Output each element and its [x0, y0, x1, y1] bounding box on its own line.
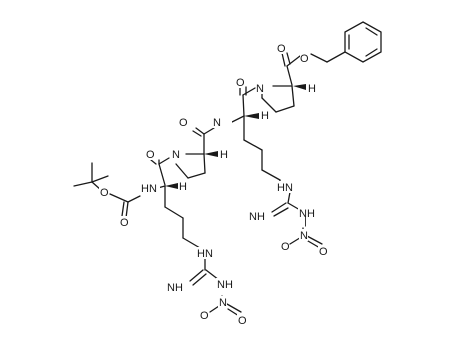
atom-o-ester-carbonyl: O: [277, 43, 286, 55]
stereo-wedge-low-arg: [165, 183, 178, 189]
atom-o-boc-ether: O: [100, 187, 109, 199]
atom-o-low-amide: O: [146, 149, 155, 161]
ester-o-bond: [310, 53, 328, 63]
atom-n-nitro-top: N: [300, 230, 308, 242]
atom-o-nitro-top-b: O: [319, 246, 328, 258]
ester-c-o-bond: [286, 55, 301, 67]
atom-n-pro-top: N: [256, 83, 264, 95]
atom-o-ester: O: [300, 53, 309, 65]
atom-o-mid-amide: O: [179, 117, 188, 129]
atom-nh-top-amide: N: [213, 117, 221, 129]
atom-nh-imine-top: NH: [249, 211, 265, 223]
stereo-h-mid-pro: H: [220, 149, 228, 161]
stereo-h-low-arg: H: [179, 181, 187, 193]
stereo-h-top-pro: H: [308, 83, 316, 95]
benzene-ring: [344, 21, 382, 63]
ester-carbonyl-bond: [281, 52, 286, 67]
stereo-h-top-arg: H: [261, 110, 269, 122]
atom-nh-nitro-top: NH: [299, 208, 315, 220]
atom-nh-nitro-low: NH: [217, 279, 233, 291]
atom-o-nitro-low-b: O: [238, 315, 247, 327]
atom-nh-imine-low: NH: [167, 282, 183, 294]
atom-hn-boc: HN: [141, 183, 157, 195]
stereo-wedge-mid-pro: [204, 151, 218, 157]
atom-o-nitro-top-a: O: [281, 241, 290, 253]
atom-o-boc-carbonyl: O: [120, 217, 129, 229]
atom-o-top-amide: O: [236, 77, 245, 89]
atom-hn-guan-low: HN: [197, 248, 213, 260]
atom-n-pro-mid: N: [172, 149, 180, 161]
atom-n-nitro-low: N: [219, 297, 227, 309]
stereo-wedge-top-pro: [293, 84, 306, 90]
atom-hn-guan-top: HN: [277, 182, 293, 194]
benzyl-ch2-bond: [326, 51, 346, 63]
atom-o-nitro-low-a: O: [200, 310, 209, 322]
svg-text:|: |: [304, 215, 307, 227]
stereo-wedge-top-arg: [244, 113, 259, 119]
